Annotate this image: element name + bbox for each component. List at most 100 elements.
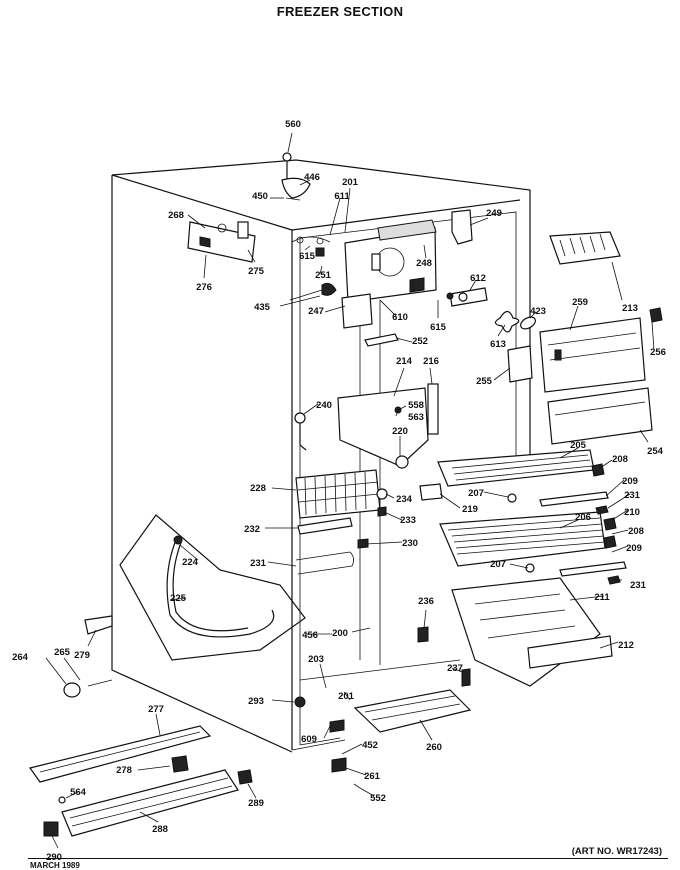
callout-552: 552	[370, 793, 386, 804]
callout-232: 232	[244, 524, 260, 535]
callout-208: 208	[612, 454, 628, 465]
callout-219: 219	[462, 504, 478, 515]
callout-255: 255	[476, 376, 493, 387]
part-612-fan-bracket	[446, 287, 488, 307]
callout-560: 560	[285, 119, 301, 130]
callout-201: 201	[338, 691, 355, 702]
callout-289: 289	[248, 798, 264, 809]
callout-247: 247	[308, 306, 324, 317]
callout-423: 423	[530, 306, 546, 317]
callout-264: 264	[12, 652, 29, 663]
callout-609: 609	[301, 734, 317, 745]
callout-207: 207	[468, 488, 484, 499]
part-288-grille	[43, 769, 239, 837]
callout-234: 234	[396, 494, 413, 505]
callout-208: 208	[628, 526, 644, 537]
callout-252: 252	[412, 336, 428, 347]
callout-452: 452	[362, 740, 378, 751]
callout-265: 265	[54, 647, 71, 658]
part-232-trough	[297, 517, 353, 535]
part-213-ice-tray	[549, 231, 621, 265]
callout-224: 224	[182, 557, 199, 568]
callout-200: 200	[332, 628, 348, 639]
part-261-hinge	[331, 757, 361, 789]
callout-254: 254	[647, 446, 664, 457]
part-237-hinge	[461, 668, 471, 687]
callout-209: 209	[626, 543, 642, 554]
callout-278: 278	[116, 765, 132, 776]
footer-date: MARCH 1989	[30, 861, 80, 870]
part-268-bracket	[187, 221, 256, 263]
callout-216: 216	[423, 356, 439, 367]
callout-206: 206	[575, 512, 591, 523]
part-231-heater	[295, 551, 354, 575]
leader-lines	[45, 132, 655, 849]
callout-610: 610	[392, 312, 408, 323]
part-228-evaporator	[295, 469, 381, 519]
callout-214: 214	[396, 356, 413, 367]
part-435-light-socket	[289, 282, 337, 301]
callout-288: 288	[152, 824, 168, 835]
callout-615: 615	[430, 322, 447, 333]
callout-293: 293	[248, 696, 264, 707]
callout-231: 231	[624, 490, 641, 501]
part-201-control-housing	[291, 219, 437, 329]
callout-231: 231	[630, 580, 647, 591]
part-564-screw	[58, 796, 66, 804]
callout-212: 212	[618, 640, 634, 651]
part-225-drain-tube	[119, 514, 306, 661]
callout-277: 277	[148, 704, 164, 715]
callout-211: 211	[594, 592, 610, 603]
callout-237: 237	[447, 663, 463, 674]
footer-rule	[28, 858, 668, 859]
callout-209: 209	[622, 476, 638, 487]
part-255-cover	[507, 345, 533, 383]
callout-240: 240	[316, 400, 332, 411]
art-number: (ART NO. WR17243)	[571, 846, 662, 857]
callout-564: 564	[70, 787, 87, 798]
callout-268: 268	[168, 210, 184, 221]
callout-260: 260	[426, 742, 442, 753]
callout-435: 435	[254, 302, 271, 313]
callout-230: 230	[402, 538, 418, 549]
callout-213: 213	[622, 303, 638, 314]
callout-228: 228	[250, 483, 266, 494]
callout-210: 210	[624, 507, 640, 518]
callout-446: 446	[304, 172, 320, 183]
part-613-fan-blade	[494, 310, 520, 333]
part-256-clip	[649, 307, 663, 323]
callout-256: 256	[650, 347, 666, 358]
callout-205: 205	[570, 440, 587, 451]
callout-261: 261	[364, 771, 381, 782]
callout-563: 563	[408, 412, 424, 423]
callout-456: 456	[302, 630, 318, 641]
callout-220: 220	[392, 426, 408, 437]
part-206-lower-shelf	[439, 511, 627, 577]
callout-279: 279	[74, 650, 90, 661]
part-609-clip	[329, 719, 345, 733]
part-278-bracket	[171, 755, 189, 773]
part-249-bracket	[451, 209, 473, 245]
callout-201: 201	[342, 177, 359, 188]
part-214-evaporator-cover	[337, 383, 439, 469]
callout-251: 251	[315, 270, 332, 281]
callout-450: 450	[252, 191, 268, 202]
part-560-plug	[282, 152, 292, 180]
cabinet-body	[111, 159, 531, 753]
callout-611: 611	[334, 191, 350, 202]
callout-231: 231	[250, 558, 267, 569]
part-205-upper-shelf	[437, 449, 609, 507]
part-279-rail	[84, 615, 113, 635]
callout-203: 203	[308, 654, 324, 665]
callout-249: 249	[486, 208, 502, 219]
part-277-rail	[28, 725, 212, 783]
part-240-thermostat	[294, 412, 307, 451]
part-259-panel	[539, 317, 646, 393]
part-423-bulb	[520, 316, 536, 330]
part-236-bracket	[417, 626, 429, 643]
callout-248: 248	[416, 258, 432, 269]
callout-615: 615	[299, 251, 316, 262]
callout-236: 236	[418, 596, 434, 607]
callout-259: 259	[572, 297, 588, 308]
